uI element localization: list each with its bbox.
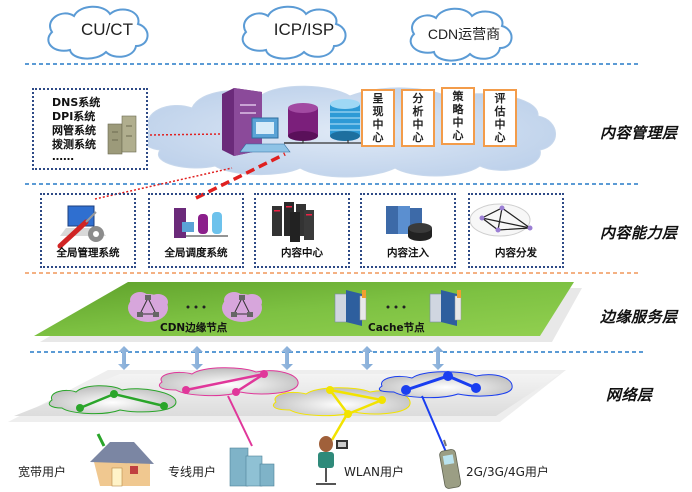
- center-char: 分: [412, 92, 424, 105]
- database-blue-icon: [330, 99, 360, 141]
- database-purple-icon: [288, 103, 318, 141]
- mobile-phone-icon: [439, 439, 462, 489]
- cdn-edge-node-icon: [222, 292, 262, 322]
- layer-label-network: 网络层: [606, 386, 653, 404]
- wlan-user-icon: [316, 436, 348, 485]
- system-item: 网管系统: [52, 124, 96, 137]
- layer-label-management: 内容管理层: [600, 124, 678, 142]
- center-char: 中: [372, 118, 384, 131]
- cdn-edge-node-icon: [128, 292, 168, 322]
- center-char: 中: [452, 116, 464, 129]
- capability-label: 内容分发: [495, 247, 537, 259]
- admin-tools-icon: [57, 205, 106, 249]
- capability-label: 内容中心: [281, 247, 323, 259]
- capability-content-center: 内容中心: [254, 193, 350, 268]
- cdn-edge-node-label: CDN边缘节点: [160, 322, 228, 334]
- workstation-icon: [239, 117, 291, 153]
- center-presentation: 呈 现 中 心: [361, 89, 395, 147]
- capability-global-management: 全局管理系统: [40, 193, 136, 268]
- cache-node-icon: [334, 290, 367, 326]
- house-icon: [90, 442, 154, 487]
- layer-label-edge-service: 边缘服务层: [600, 308, 678, 326]
- entity-cdn-operator: CDN运营商: [427, 26, 501, 42]
- center-char: 心: [412, 131, 424, 144]
- center-char: 心: [494, 131, 506, 144]
- center-evaluation: 评 估 中 心: [483, 89, 517, 147]
- capability-label: 全局管理系统: [56, 247, 120, 259]
- capability-content-distribution: 内容分发: [468, 193, 564, 268]
- bidirectional-arrow-icon: [432, 346, 444, 370]
- link-systems-to-server: [149, 133, 223, 136]
- center-char: 现: [372, 105, 384, 118]
- system-item: DPI系统: [52, 110, 96, 123]
- cloud-icp-isp: [241, 5, 347, 60]
- layer-label-capability: 内容能力层: [600, 224, 678, 242]
- link-mobile: [421, 395, 447, 453]
- link-leased-line: [227, 395, 253, 447]
- entity-cu-ct: CU/CT: [81, 20, 133, 39]
- edge-network-arrows: [118, 346, 444, 370]
- entity-icp-isp: ICP/ISP: [273, 20, 335, 39]
- capability-global-scheduling: 全局调度系统: [148, 193, 244, 268]
- capability-label: 内容注入: [387, 247, 429, 259]
- cache-node-icon: [429, 290, 462, 326]
- system-item: 拨测系统: [52, 138, 96, 151]
- bidirectional-arrow-icon: [361, 346, 373, 370]
- link-wlan: [330, 415, 348, 441]
- center-char: 析: [412, 105, 424, 118]
- center-char: 策: [452, 90, 464, 103]
- center-char: 心: [452, 129, 464, 142]
- system-item-ellipsis: ……: [52, 150, 74, 163]
- ellipsis-cache: [386, 305, 406, 309]
- center-char: 中: [412, 118, 424, 131]
- user-wlan-label: WLAN用户: [344, 465, 405, 479]
- bidirectional-arrow-icon: [191, 346, 203, 370]
- server-rack-icon: [272, 202, 314, 242]
- system-item: DNS系统: [52, 96, 101, 109]
- capability-content-injection: 内容注入: [360, 193, 456, 268]
- user-mobile-label: 2G/3G/4G用户: [466, 465, 549, 479]
- yellow-network-cloud: [272, 386, 411, 418]
- center-policy: 策 略 中 心: [441, 87, 475, 145]
- user-broadband-label: 宽带用户: [18, 465, 67, 479]
- link-broadband: [96, 433, 106, 447]
- center-char: 估: [494, 105, 506, 118]
- magenta-network-cloud: [158, 367, 299, 397]
- link-mgmt-system: [94, 167, 233, 200]
- user-leased-line-label: 专线用户: [168, 465, 217, 479]
- blue-network-cloud: [378, 371, 513, 399]
- distribution-network-icon: [469, 203, 533, 237]
- center-char: 略: [452, 103, 464, 116]
- system-servers-icon: [107, 115, 137, 155]
- edge-service-plane: [34, 282, 582, 342]
- center-char: 评: [494, 92, 506, 105]
- bidirectional-arrow-icon: [118, 346, 130, 370]
- ingest-server-icon: [386, 206, 432, 241]
- link-scheduler: [195, 152, 286, 200]
- scheduler-server-icon: [174, 208, 228, 238]
- ellipsis-cdn: [186, 305, 206, 309]
- green-network-cloud: [48, 385, 177, 415]
- center-char: 中: [494, 118, 506, 131]
- cloud-cdn-operator: [409, 7, 513, 62]
- office-building-icon: [229, 447, 275, 487]
- center-char: 呈: [372, 92, 384, 105]
- capability-label: 全局调度系统: [164, 247, 228, 259]
- management-server-icon: [222, 88, 262, 156]
- cloud-cu-ct: [47, 5, 149, 60]
- center-analysis: 分 析 中 心: [401, 89, 435, 147]
- center-char: 心: [372, 131, 384, 144]
- bidirectional-arrow-icon: [281, 346, 293, 370]
- cache-node-label: Cache节点: [368, 322, 425, 334]
